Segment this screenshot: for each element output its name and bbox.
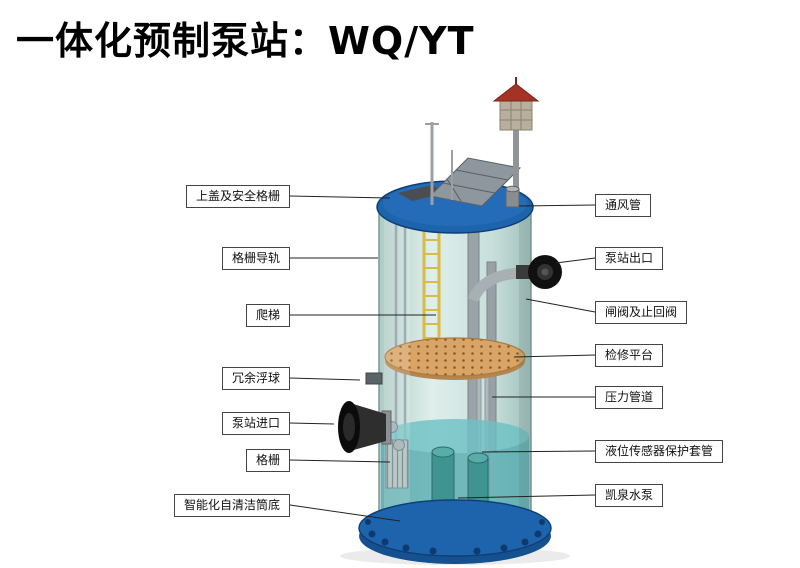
connector-pump [457,494,596,499]
label-pressure-pipe: 压力管道 [595,386,664,409]
connector-valves [525,298,596,313]
label-ladder: 爬梯 [245,304,290,327]
connector-sensor [481,450,596,453]
vent-box [492,77,540,206]
connector-outlet [555,257,596,264]
connector-inlet [289,422,335,425]
label-service-platform: 检修平台 [595,344,664,367]
vent-pipe [505,185,520,208]
page-title: 一体化预制泵站：WQ/YT [16,19,475,63]
label-outlet: 泵站出口 [595,247,664,270]
label-grille: 格栅 [245,449,290,472]
connector-lines [289,195,596,522]
inlet-pipe [338,401,392,453]
label-self-cleaning-bottom: 智能化自清洁筒底 [173,494,290,517]
base-flange [358,499,552,564]
label-top-cover-grille: 上盖及安全格栅 [185,185,290,208]
antenna-mast [425,122,453,205]
connector-platform [513,354,596,358]
label-valves: 闸阀及止回阀 [595,301,688,324]
flange-bolts [365,519,545,555]
label-inlet: 泵站进口 [221,412,290,435]
connector-float [289,377,361,381]
glass-shine [384,212,531,528]
connector-self-clean [289,504,401,522]
service-platform [384,337,526,380]
label-vent-pipe: 通风管 [595,194,652,217]
label-level-sensor-sleeve: 液位传感器保护套管 [595,440,724,463]
outlet-pipe [516,255,562,289]
label-float-balls: 冗余浮球 [221,367,290,390]
connector-grille [289,459,391,463]
connector-vent [518,204,596,207]
grille-guide-rails [394,213,407,455]
connector-top-cover [289,195,391,199]
roof-hatch [398,185,446,201]
ladder [422,218,441,345]
label-grille-rail: 格栅导轨 [221,247,290,270]
label-pump: 凯泉水泵 [595,484,664,507]
